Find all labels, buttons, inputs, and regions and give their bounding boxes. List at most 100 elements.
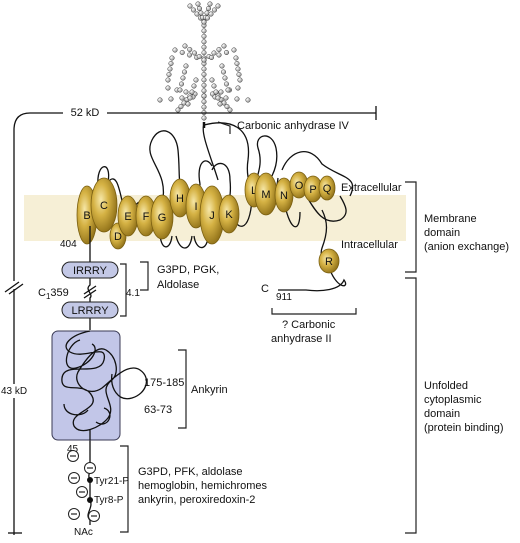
helix-label-p: P — [309, 184, 316, 196]
g3pd-pgk-line2: Aldolase — [157, 279, 199, 291]
tyr8-phospho — [87, 497, 93, 503]
ankyrin-range2: 63-73 — [144, 404, 172, 416]
c-terminus-label: C — [261, 283, 269, 295]
glycan-bead — [208, 54, 215, 61]
glycan-bead — [191, 83, 197, 89]
glycan-bead — [201, 82, 207, 88]
glycan-bead — [165, 77, 171, 83]
helix-label-e: E — [124, 211, 131, 223]
glycan-bead — [187, 3, 193, 9]
glycan-bead — [167, 66, 173, 72]
glycan-bead — [219, 63, 225, 69]
glycan-bead — [201, 44, 207, 50]
glycan-bead — [211, 83, 217, 89]
ankyrin-label: Ankyrin — [191, 384, 228, 396]
tyr21-label: Tyr21-P — [94, 476, 129, 487]
membrane-domain-line3: (anion exchange) — [424, 241, 509, 253]
glycan-bead — [201, 93, 207, 99]
tyr21-phospho — [87, 477, 93, 483]
glycan-bead — [234, 60, 240, 67]
glycan-bead — [165, 85, 171, 91]
b41-bracket — [120, 263, 127, 317]
helix-label-b: B — [83, 210, 90, 222]
glycan-bead — [180, 75, 186, 81]
g3pd-bracket — [140, 261, 149, 291]
glycan-bead — [227, 107, 233, 113]
lrrry-motif: LRRRY — [71, 305, 109, 317]
helix-label-m: M — [261, 189, 270, 201]
glycan-bead — [179, 95, 185, 101]
glycan-bead — [178, 81, 185, 87]
52kd-bracket — [8, 106, 377, 535]
nterm-binding-line3: ankyrin, peroxiredoxin-2 — [138, 494, 255, 506]
glycan-bead — [237, 77, 243, 83]
ca2-bracket — [271, 308, 357, 315]
glycan-bead — [222, 75, 228, 81]
glycan-bead — [183, 63, 189, 69]
glycan-bead — [201, 28, 207, 34]
glycan-bead — [178, 103, 184, 110]
acidic-residues — [67, 450, 100, 522]
glycan-bead — [201, 33, 207, 39]
glycan-bead — [193, 77, 199, 83]
glycan-tree — [157, 1, 251, 128]
b41-label: 4.1 — [126, 288, 140, 299]
glycan-bead — [245, 97, 251, 103]
glycan-bead — [198, 10, 204, 16]
nterm-bracket — [120, 445, 129, 533]
cytoplasmic-domain-line1: Unfolded — [424, 380, 468, 392]
cytoplasmic-domain-line2: cytoplasmic — [424, 394, 482, 406]
glycan-bead — [177, 87, 183, 93]
glycan-bead — [195, 1, 201, 7]
residue-911: 911 — [276, 292, 292, 303]
membrane-domain-line2: domain — [424, 227, 460, 239]
glycan-bead — [213, 89, 219, 95]
size-43kd: 43 kD — [1, 386, 27, 397]
glycan-bead — [201, 19, 207, 25]
cytoplasmic-domain-line3: domain — [424, 408, 460, 420]
helix-label-o: O — [295, 180, 304, 192]
glycan-bead — [175, 107, 181, 113]
helix-label-c: C — [100, 200, 108, 212]
intracellular-label: Intracellular — [341, 239, 398, 251]
glycan-bead — [201, 99, 207, 105]
membrane-domain-bracket — [405, 181, 417, 273]
helix-q — [318, 175, 336, 201]
helix-label-g: G — [158, 212, 167, 224]
helix-label-i: I — [194, 201, 197, 213]
tyr8-label: Tyr8-P — [94, 495, 124, 506]
glycan-bead — [211, 7, 218, 13]
glycan-bead — [205, 5, 212, 12]
glycan-bead — [179, 49, 185, 56]
ca2-line2: anhydrase II — [271, 333, 332, 345]
helix-label-q: Q — [323, 183, 332, 195]
glycan-bead — [196, 5, 203, 12]
size-52kd: 52 kD — [71, 107, 100, 119]
ca2-line1: ? Carbonic — [282, 319, 336, 331]
glycan-bead — [166, 71, 172, 78]
break-mark — [4, 281, 24, 295]
residue-404: 404 — [60, 239, 77, 250]
helix-label-l: L — [251, 185, 257, 197]
glycan-bead — [235, 85, 241, 91]
glycan-bead — [208, 11, 214, 17]
glycan-bead — [172, 47, 178, 53]
g3pd-pgk-line1: G3PD, PGK, — [157, 264, 219, 276]
glycan-bead — [201, 77, 207, 83]
glycan-bead — [189, 89, 195, 95]
glycan-bead — [204, 15, 211, 21]
glycan-bead — [183, 89, 189, 95]
glycan-bead — [233, 55, 239, 61]
helix-c — [90, 177, 118, 233]
glycan-bead — [211, 50, 217, 56]
glycan-bead — [225, 87, 231, 93]
glycan-bead — [187, 46, 193, 53]
helix-label-d: D — [114, 231, 122, 243]
ankyrin-range1: 175-185 — [144, 377, 184, 389]
helix-label-h: H — [176, 193, 184, 205]
ankyrin-tangle — [61, 330, 148, 440]
helix-g — [150, 194, 174, 240]
glycan-bead — [201, 71, 207, 77]
